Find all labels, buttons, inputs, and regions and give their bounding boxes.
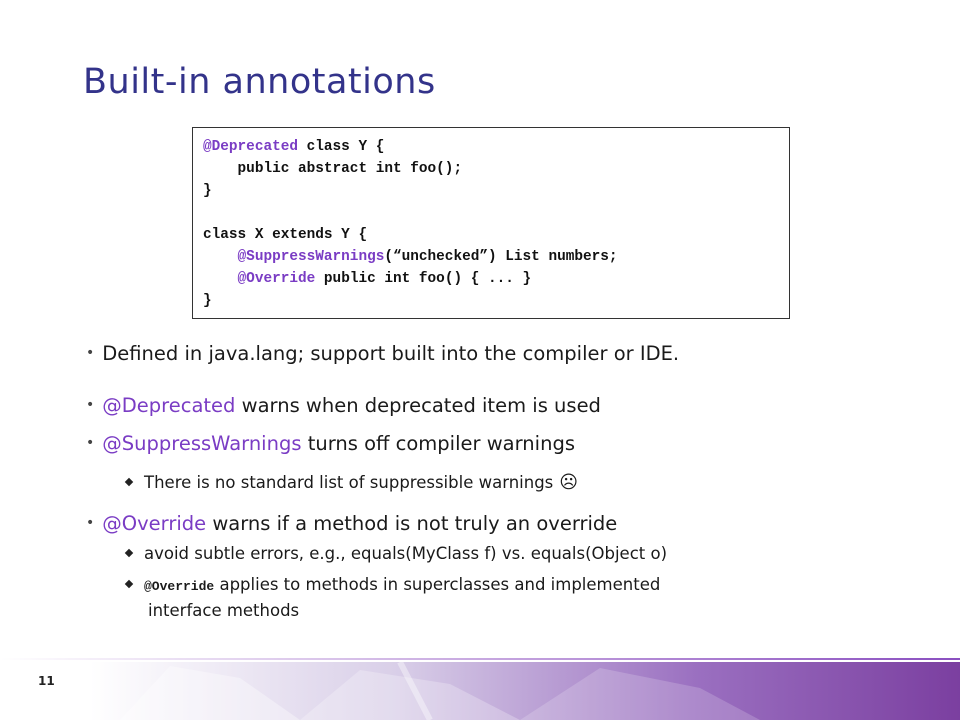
sub-bullet-text: applies to methods in superclasses and i… <box>214 575 661 594</box>
slide-title: Built-in annotations <box>83 62 436 102</box>
code-line-6: @SuppressWarnings(“unchecked”) List numb… <box>203 246 779 268</box>
code-text: } <box>203 293 212 309</box>
code-line-2: public abstract int foo(); <box>203 158 779 180</box>
footer-gradient <box>90 662 960 720</box>
footer-shape <box>520 668 760 720</box>
bullet-item: • @Override warns if a method is not trul… <box>86 512 617 535</box>
code-text: class X extends Y { <box>203 227 368 243</box>
bullet-text: warns if a method is not truly an overri… <box>206 512 618 535</box>
sub-bullet-continuation: interface methods <box>148 601 299 620</box>
code-line-7: @Override public int foo() { ... } <box>203 268 779 290</box>
bullet-text: turns off compiler warnings <box>301 432 575 455</box>
footer-banner <box>0 658 960 720</box>
code-line-8: } <box>203 290 779 312</box>
bullet-dot-icon: • <box>86 435 95 451</box>
sub-bullet-text: There is no standard list of suppressibl… <box>144 473 554 492</box>
code-text: public int foo() { ... } <box>315 271 532 287</box>
code-annotation: @SuppressWarnings <box>237 249 385 265</box>
sub-bullet-text: interface methods <box>148 601 300 620</box>
code-indent <box>203 249 238 265</box>
footer-shape <box>397 660 433 720</box>
bullet-dot-icon: • <box>86 397 95 413</box>
code-text: public abstract int foo(); <box>237 161 463 177</box>
footer-shape <box>300 670 520 720</box>
sub-bullet-item: @Override applies to methods in supercla… <box>124 575 661 594</box>
code-indent <box>203 271 238 287</box>
footer-rule <box>0 658 960 660</box>
code-block: @Deprecated class Y { public abstract in… <box>192 127 790 319</box>
bullet-text: Defined in java.lang; support built into… <box>102 342 680 365</box>
page-number: 11 <box>38 674 55 688</box>
sub-bullet-text: avoid subtle errors, e.g., equals(MyClas… <box>144 544 668 563</box>
code-text: class Y { <box>298 139 385 155</box>
code-line-4 <box>203 202 779 224</box>
code-annotation: @Override <box>237 271 316 287</box>
bullet-dot-icon: • <box>86 345 95 361</box>
bullet-text: warns when deprecated item is used <box>235 394 601 417</box>
code-line-5: class X extends Y { <box>203 224 779 246</box>
bullet-annotation: @SuppressWarnings <box>102 432 302 455</box>
code-annotation: @Deprecated <box>203 139 298 155</box>
code-text: } <box>203 183 212 199</box>
bullet-dot-icon: • <box>86 515 95 531</box>
diamond-bullet-icon <box>124 579 134 589</box>
code-line-1: @Deprecated class Y { <box>203 136 779 158</box>
footer-shape <box>120 666 300 720</box>
bullet-item: • Defined in java.lang; support built int… <box>86 342 679 365</box>
diamond-bullet-icon <box>124 477 134 487</box>
code-line-3: } <box>203 180 779 202</box>
sub-bullet-code: @Override <box>144 579 215 594</box>
sub-bullet-item: avoid subtle errors, e.g., equals(MyClas… <box>124 544 668 563</box>
bullet-annotation: @Deprecated <box>102 394 236 417</box>
code-indent <box>203 161 238 177</box>
bullet-item: • @SuppressWarnings turns off compiler wa… <box>86 432 575 455</box>
code-text: (“unchecked”) List numbers; <box>384 249 618 265</box>
sub-bullet-item: There is no standard list of suppressibl… <box>124 472 579 493</box>
diamond-bullet-icon <box>124 548 134 558</box>
bullet-annotation: @Override <box>102 512 207 535</box>
frown-face-icon: ☹ <box>559 472 579 493</box>
bullet-item: • @Deprecated warns when deprecated item … <box>86 394 601 417</box>
